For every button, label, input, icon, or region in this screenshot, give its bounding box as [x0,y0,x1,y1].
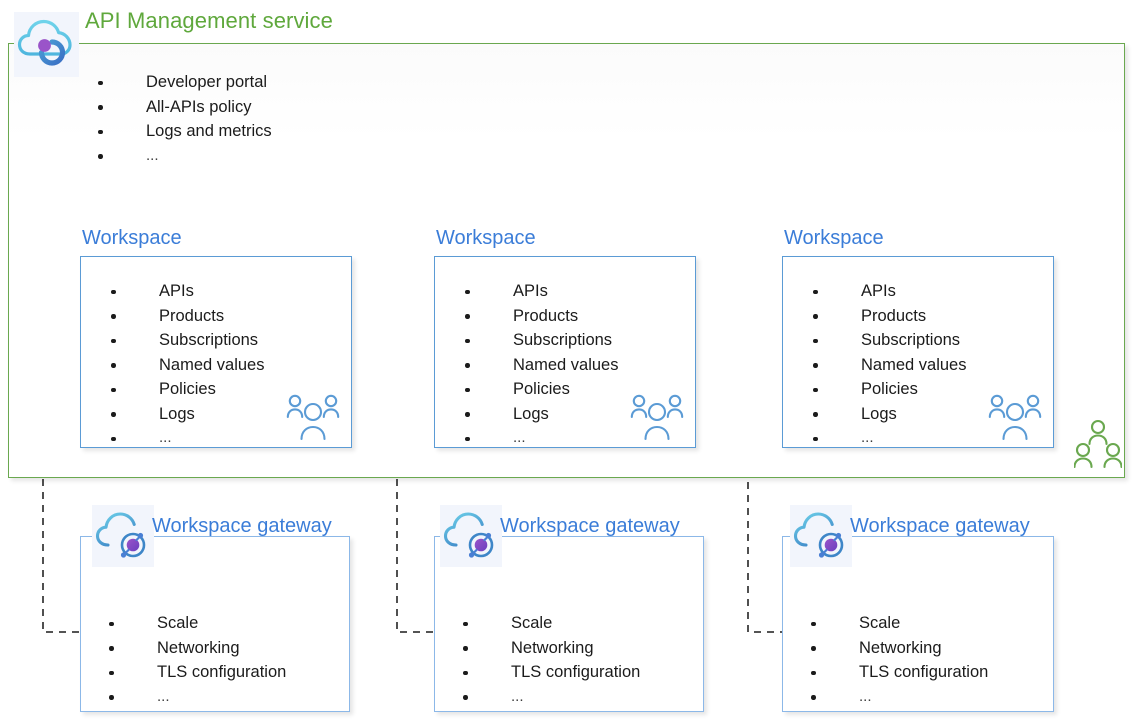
list-item: Policies [805,377,966,402]
people-group-icon [286,393,340,441]
list-item: ... [803,685,988,710]
list-item: Named values [457,353,618,378]
list-item: All-APIs policy [90,95,272,120]
list-item: Logs [805,402,966,427]
list-item: Networking [455,636,640,661]
workspace-1-feature-list: APIs Products Subscriptions Named values… [103,279,264,451]
workspace-gateway-cloud-icon [92,505,154,567]
workspace-gateway-1-label: Workspace gateway [152,515,332,537]
workspace-gateway-cloud-icon [790,505,852,567]
workspace-1-label: Workspace [82,227,182,249]
list-item: Logs [103,402,264,427]
list-item: Policies [103,377,264,402]
list-item: TLS configuration [455,660,640,685]
list-item: APIs [805,279,966,304]
list-item: ... [101,685,286,710]
list-item: Networking [803,636,988,661]
list-item: Networking [101,636,286,661]
workspace-3-box: APIs Products Subscriptions Named values… [782,256,1054,448]
people-group-icon [988,393,1042,441]
list-item: Logs and metrics [90,119,272,144]
workspace-gateway-1-feature-list: Scale Networking TLS configuration ... [101,611,286,709]
api-management-cloud-icon [14,12,79,77]
list-item: Subscriptions [103,328,264,353]
workspace-2-feature-list: APIs Products Subscriptions Named values… [457,279,618,451]
workspace-gateway-cloud-icon [440,505,502,567]
list-item: TLS configuration [101,660,286,685]
workspace-2-box: APIs Products Subscriptions Named values… [434,256,696,448]
list-item: APIs [103,279,264,304]
list-item: ... [455,685,640,710]
workspace-3-label: Workspace [784,227,884,249]
list-item: Scale [455,611,640,636]
list-item: Policies [457,377,618,402]
list-item: Subscriptions [457,328,618,353]
list-item: Products [457,304,618,329]
list-item: Subscriptions [805,328,966,353]
list-item: ... [457,426,618,451]
list-item: TLS configuration [803,660,988,685]
workspace-gateway-2-feature-list: Scale Networking TLS configuration ... [455,611,640,709]
people-group-icon [1073,418,1123,470]
people-group-icon [630,393,684,441]
list-item: Developer portal [90,70,272,95]
list-item: Logs [457,402,618,427]
workspace-gateway-2-label: Workspace gateway [500,515,680,537]
list-item: Named values [103,353,264,378]
workspace-1-box: APIs Products Subscriptions Named values… [80,256,352,448]
apim-feature-list: Developer portal All-APIs policy Logs an… [90,70,272,168]
list-item: Scale [101,611,286,636]
workspace-3-feature-list: APIs Products Subscriptions Named values… [805,279,966,451]
list-item: APIs [457,279,618,304]
list-item: Scale [803,611,988,636]
workspace-2-label: Workspace [436,227,536,249]
list-item: Products [103,304,264,329]
workspace-gateway-3-feature-list: Scale Networking TLS configuration ... [803,611,988,709]
list-item: Products [805,304,966,329]
list-item: ... [103,426,264,451]
list-item: ... [90,144,272,169]
page-title: API Management service [85,8,333,33]
list-item: Named values [805,353,966,378]
workspace-gateway-3-label: Workspace gateway [850,515,1030,537]
list-item: ... [805,426,966,451]
